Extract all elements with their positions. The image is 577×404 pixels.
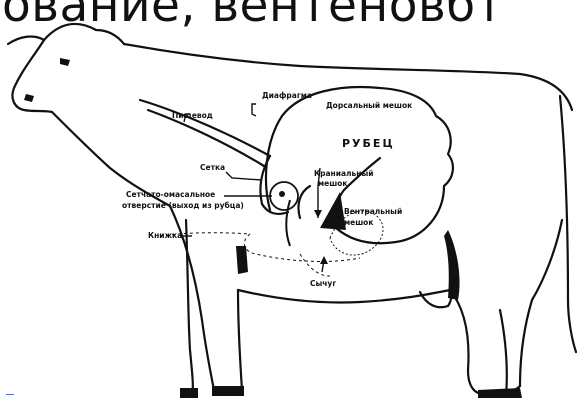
label-omasum: Книжка	[148, 231, 182, 240]
label-diaphragm: Диафрагма	[262, 91, 312, 100]
label-reticulo-omasal-line1: Сетчато-омасальное	[126, 190, 215, 199]
leader-lines	[182, 104, 324, 272]
label-dorsal-sac: Дорсальный мешок	[326, 101, 412, 110]
label-esophagus: Пищевод	[172, 111, 213, 120]
label-reticulum: Сетка	[200, 163, 225, 172]
label-cranial-sac-line1: Краниальный	[314, 169, 374, 178]
label-ventral-sac-line2: мешок	[344, 218, 373, 227]
label-cranial-sac-line2: мешок	[318, 179, 347, 188]
label-rumen: РУБЕЦ	[342, 137, 395, 150]
cow-tail	[560, 96, 576, 352]
label-ventral-sac-line1: Вентральный	[344, 207, 402, 216]
cow-belly	[238, 290, 450, 303]
cow-hooves	[24, 58, 522, 398]
cow-head	[44, 24, 124, 44]
link-underline[interactable]	[6, 394, 14, 395]
omasum-abomasum-dashed	[160, 233, 360, 276]
cow-outline	[8, 24, 576, 396]
label-reticulo-omasal-line2: отверстие (выход из рубца)	[122, 201, 244, 210]
label-abomasum: Сычуг	[310, 279, 336, 288]
cow-hind-leg	[450, 290, 484, 394]
cow-ear	[8, 37, 44, 44]
